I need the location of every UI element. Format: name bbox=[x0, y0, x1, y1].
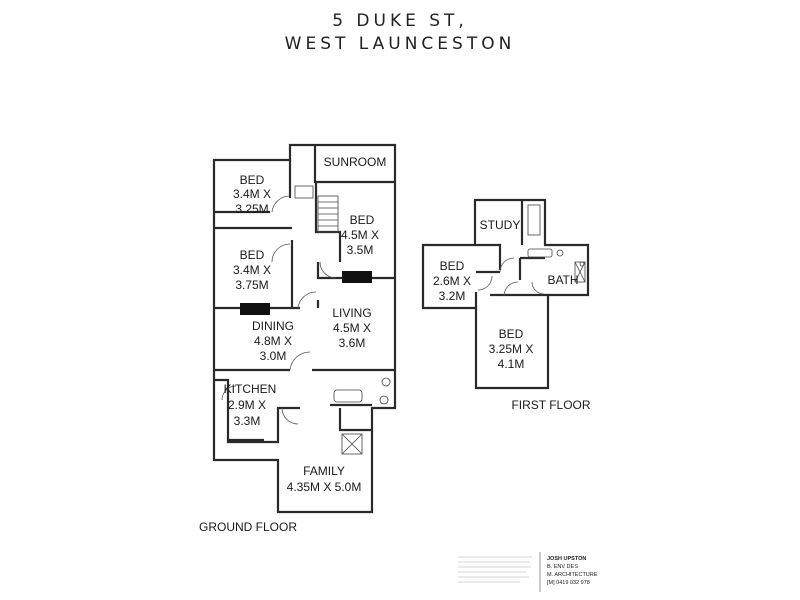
stairs bbox=[294, 185, 339, 233]
bed3-dims1: 4.5M X bbox=[341, 228, 379, 242]
bed1-name: BED bbox=[240, 173, 265, 187]
ff-bed1-dims2: 3.2M bbox=[439, 289, 466, 303]
kitchen-dims2: 3.3M bbox=[234, 414, 261, 428]
title-block-name: JOSH UPSTON bbox=[547, 556, 586, 562]
study-name: STUDY bbox=[480, 218, 521, 232]
bed1-dims1: 3.4M X bbox=[233, 187, 271, 201]
living-dims1: 4.5M X bbox=[333, 321, 371, 335]
ff-bed2-dims1: 3.25M X bbox=[489, 342, 534, 356]
fireplace-living bbox=[342, 271, 372, 283]
kitchen-name: KITCHEN bbox=[224, 382, 277, 396]
bed2-dims2: 3.75M bbox=[235, 278, 268, 292]
address-line-2: WEST LAUNCESTON bbox=[284, 34, 516, 54]
title-block-line1: B. ENV DES bbox=[547, 564, 578, 570]
ff-bed1-dims1: 2.6M X bbox=[433, 274, 471, 288]
bed1-dims2: 3.25M bbox=[235, 202, 268, 216]
ground-floor-label: GROUND FLOOR bbox=[199, 520, 297, 534]
dining-dims2: 3.0M bbox=[260, 349, 287, 363]
title-block: JOSH UPSTON B. ENV DES M. ARCHITECTURE [… bbox=[458, 552, 598, 592]
door-swings-first bbox=[477, 257, 545, 297]
family-dims1: 4.35M X 5.0M bbox=[287, 480, 362, 494]
door-swings-ground bbox=[221, 195, 337, 425]
title-block-phone: [M] 0419 032 978 bbox=[547, 580, 590, 586]
bed2-dims1: 3.4M X bbox=[233, 263, 271, 277]
dining-name: DINING bbox=[252, 319, 294, 333]
ff-bed2-dims2: 4.1M bbox=[498, 357, 525, 371]
first-floor-walls bbox=[421, 198, 590, 390]
living-name: LIVING bbox=[332, 306, 371, 320]
bath-name: BATH bbox=[547, 273, 578, 287]
sunroom-name: SUNROOM bbox=[324, 155, 387, 169]
address-line-1: 5 DUKE ST, bbox=[332, 11, 468, 31]
bed3-name: BED bbox=[350, 213, 375, 227]
bed2-name: BED bbox=[240, 248, 265, 262]
dining-dims1: 4.8M X bbox=[254, 334, 292, 348]
family-name: FAMILY bbox=[303, 464, 345, 478]
ff-bed2-name: BED bbox=[499, 327, 524, 341]
title-block-line2: M. ARCHITECTURE bbox=[547, 572, 598, 578]
kitchen-dims1: 2.9M X bbox=[228, 398, 266, 412]
fireplace-dining bbox=[240, 303, 270, 315]
living-dims2: 3.6M bbox=[339, 336, 366, 350]
ff-bed1-name: BED bbox=[440, 259, 465, 273]
bed3-dims2: 3.5M bbox=[347, 243, 374, 257]
fixtures-first bbox=[527, 204, 586, 283]
fixtures-ground bbox=[333, 377, 391, 455]
first-floor-label: FIRST FLOOR bbox=[511, 398, 590, 412]
